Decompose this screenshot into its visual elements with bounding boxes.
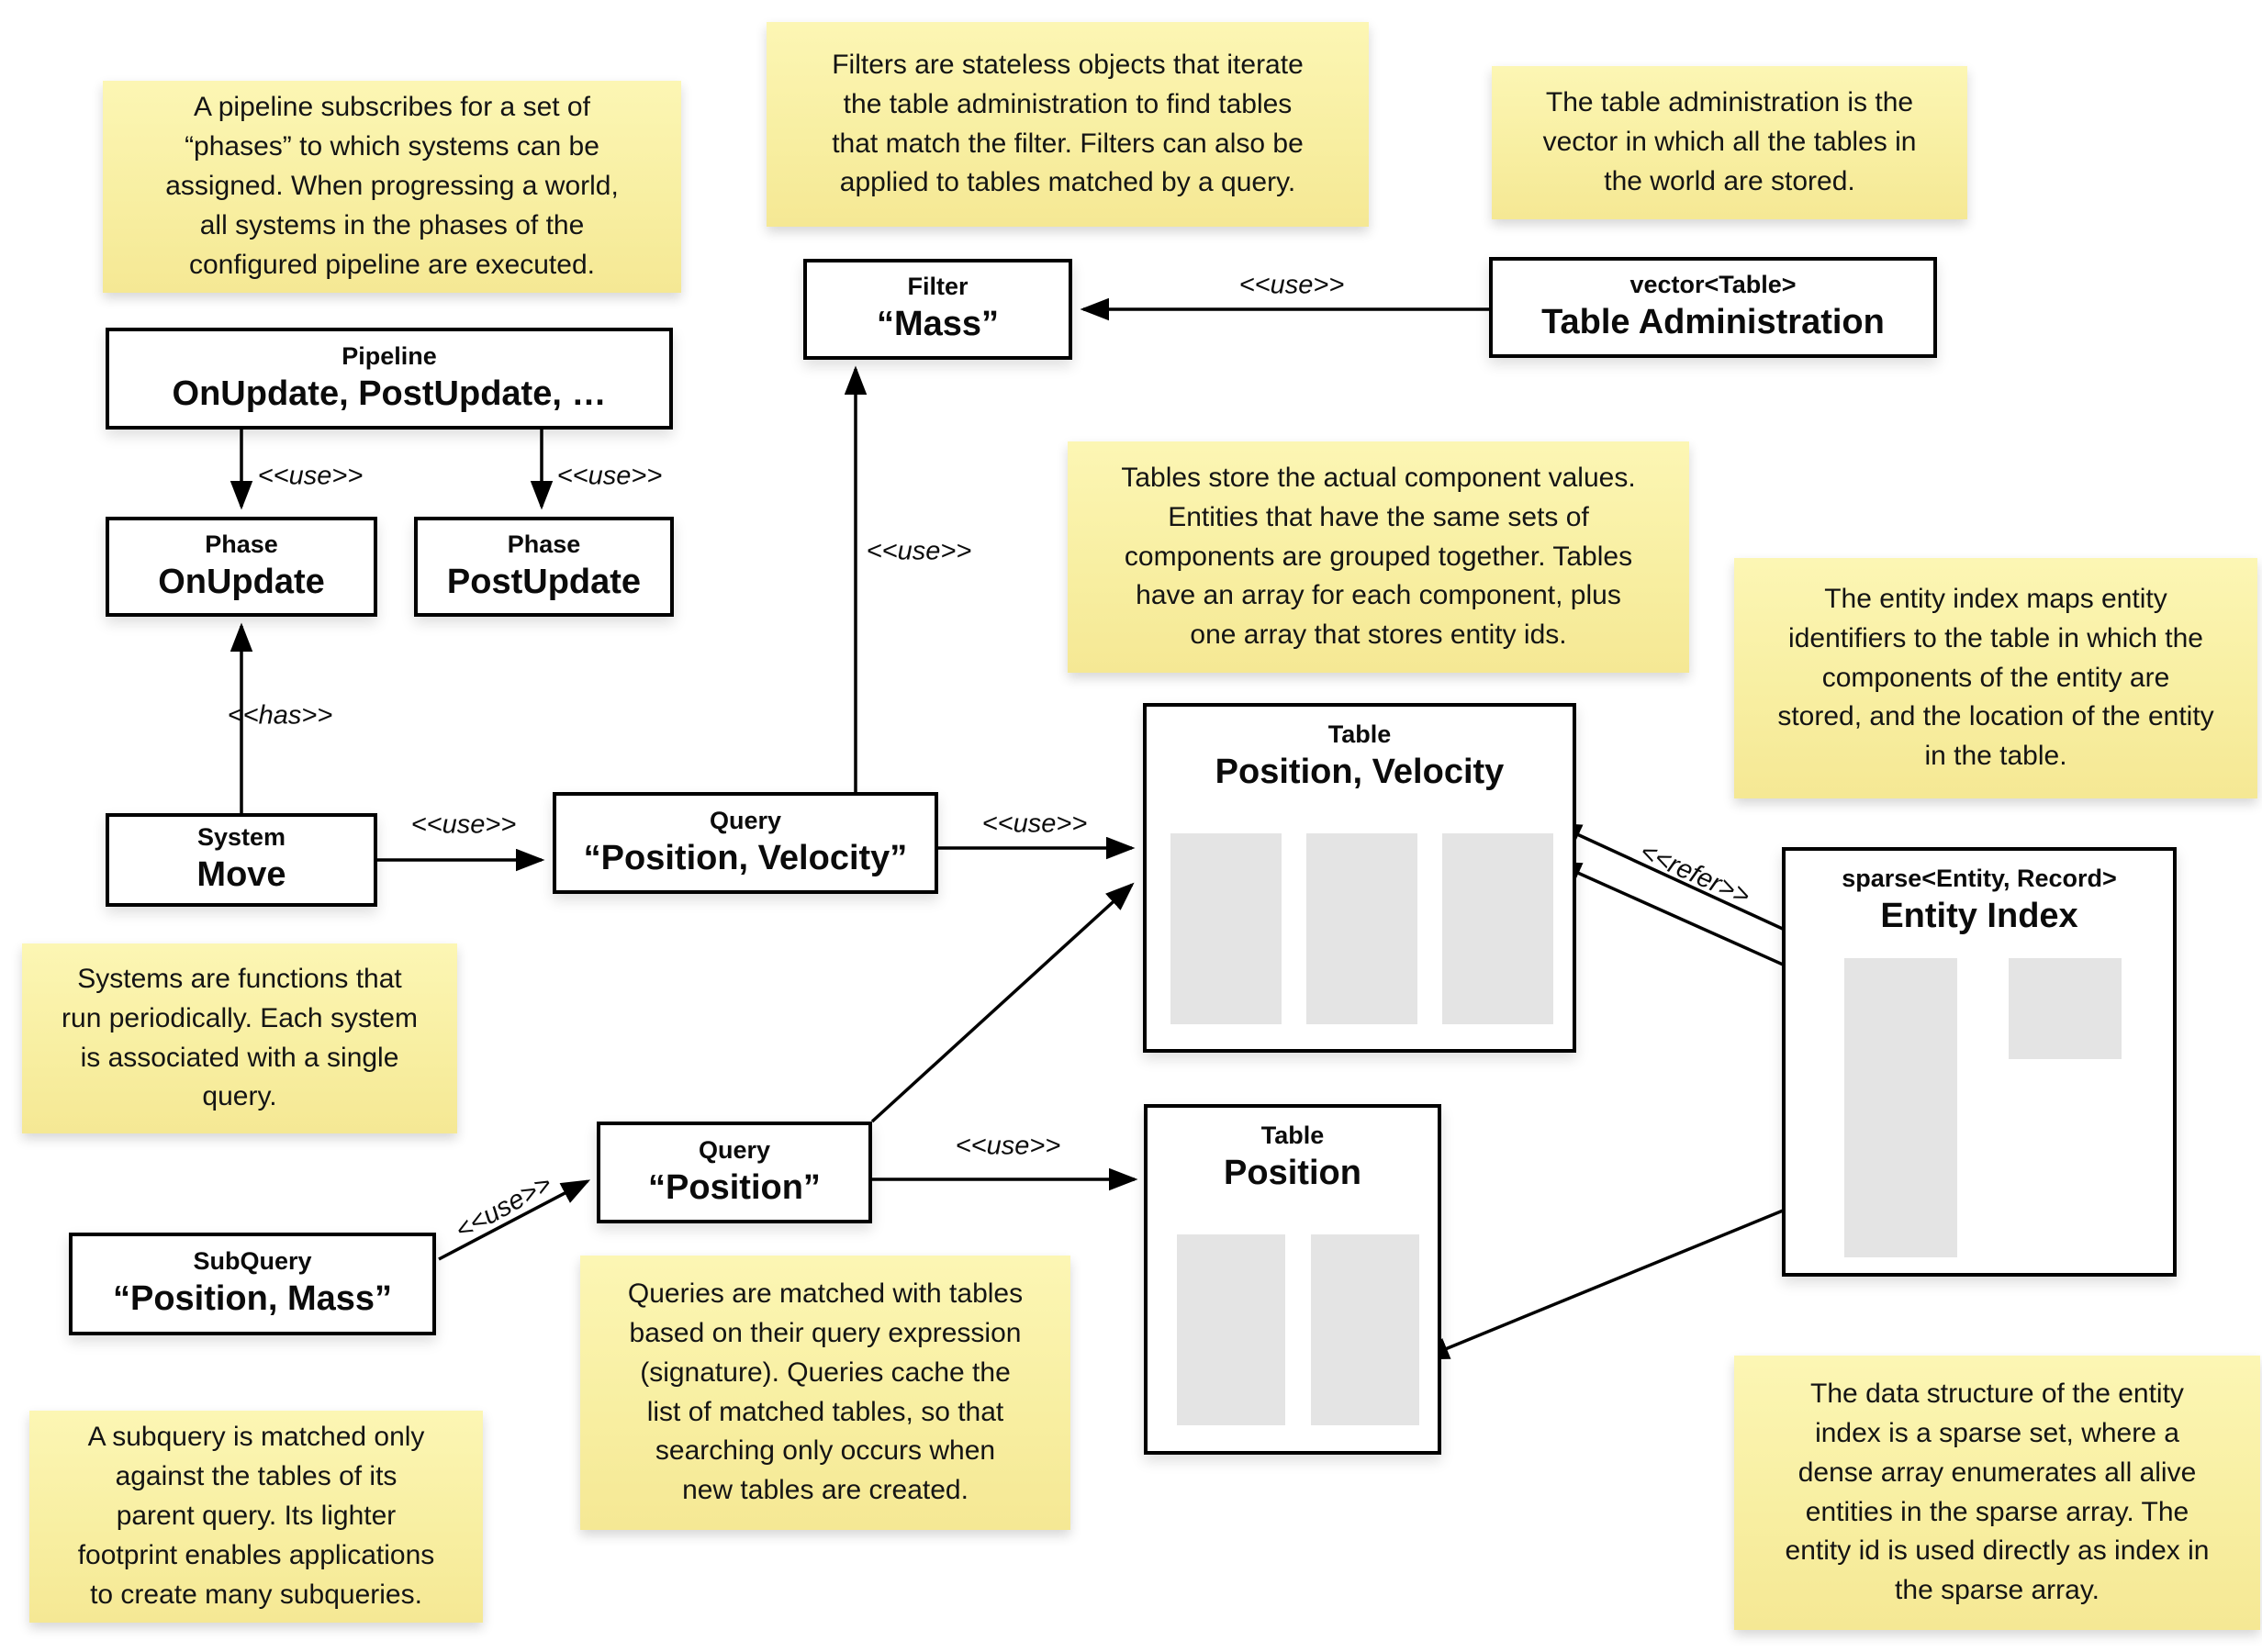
arrow-entityindex-to-tablepos [1419,1184,1844,1360]
phase-onupdate-box: Phase OnUpdate [106,517,377,617]
table-position-velocity-box: Table Position, Velocity [1143,703,1576,1053]
note-text: Filters are stateless objects that itera… [832,49,1304,198]
note-text: A subquery is matched only against the t… [77,1422,435,1610]
box-type-label: Phase [507,530,581,558]
use-stereotype-label: <<use>> [257,461,364,491]
note-text: Tables store the actual component values… [1121,462,1636,651]
has-stereotype-label: <<has>> [227,700,333,731]
sparse-array [1844,958,1957,1257]
use-stereotype-label: <<use>> [1238,270,1345,300]
system-move-box: System Move [106,813,377,907]
subquery-box: SubQuery “Position, Mass” [69,1233,436,1335]
phase-postupdate-box: Phase PostUpdate [414,517,674,617]
box-name-label: Position, Velocity [1215,753,1505,792]
component-array [1170,833,1282,1024]
box-name-label: PostUpdate [446,562,642,601]
box-name-label: Move [196,855,286,895]
use-stereotype-label: <<use>> [556,461,663,491]
pipeline-note: A pipeline subscribes for a set of “phas… [103,81,681,293]
tables-note: Tables store the actual component values… [1068,441,1689,673]
subquery-note: A subquery is matched only against the t… [29,1411,483,1623]
pipeline-box: Pipeline OnUpdate, PostUpdate, … [106,328,673,430]
box-type-label: Pipeline [342,341,437,370]
refer-stereotype-label: <<refer>> [1635,837,1754,912]
use-stereotype-label: <<use>> [981,809,1088,839]
box-type-label: Query [709,806,782,834]
filters-note: Filters are stateless objects that itera… [767,22,1369,227]
filter-mass-box: Filter “Mass” [803,259,1072,360]
note-text: The table administration is the vector i… [1542,87,1917,196]
arrow-querypos-to-tablepv [870,882,1135,1123]
table-position-box: Table Position [1144,1104,1441,1455]
sparse-set-note: The data structure of the entity index i… [1734,1356,2260,1630]
box-name-label: Entity Index [1880,897,2078,936]
query-position-box: Query “Position” [597,1122,872,1223]
box-name-label: “Position, Velocity” [583,838,908,877]
component-array [1177,1234,1285,1425]
box-type-label: sparse<Entity, Record> [1842,865,2117,892]
box-type-label: System [196,823,286,852]
box-name-label: “Position” [648,1167,821,1207]
box-type-label: SubQuery [193,1247,312,1276]
use-stereotype-label: <<use>> [450,1168,557,1246]
entity-index-note: The entity index maps entity identifiers… [1734,558,2257,798]
box-name-label: Table Administration [1541,303,1885,342]
systems-note: Systems are functions that run periodica… [22,943,457,1133]
box-name-label: “Position, Mass” [112,1279,393,1319]
note-text: Systems are functions that run periodica… [62,963,418,1112]
note-text: Queries are matched with tables based on… [627,1278,1024,1506]
box-type-label: Phase [205,530,278,558]
box-name-label: “Mass” [876,305,1000,344]
queries-note: Queries are matched with tables based on… [580,1256,1070,1530]
box-type-label: Query [698,1135,771,1164]
query-position-velocity-box: Query “Position, Velocity” [553,792,938,894]
box-type-label: Table [1260,1122,1325,1149]
entity-index-box: sparse<Entity, Record> Entity Index [1782,847,2177,1277]
use-stereotype-label: <<use>> [410,809,517,840]
component-array [1306,833,1417,1024]
box-name-label: OnUpdate [158,562,325,601]
table-administration-note: The table administration is the vector i… [1492,66,1967,219]
box-type-label: vector<Table> [1629,271,1797,299]
box-name-label: OnUpdate, PostUpdate, … [172,374,607,413]
box-type-label: Filter [907,273,969,301]
component-array [1442,833,1553,1024]
component-array [1311,1234,1419,1425]
box-name-label: Position [1224,1154,1361,1193]
use-stereotype-label: <<use>> [866,536,972,566]
table-administration-box: vector<Table> Table Administration [1489,257,1937,358]
note-text: The entity index maps entity identifiers… [1777,583,2214,772]
note-text: The data structure of the entity index i… [1785,1378,2210,1606]
dense-array [2009,958,2122,1059]
note-text: A pipeline subscribes for a set of “phas… [165,92,619,280]
box-type-label: Table [1327,720,1392,748]
use-stereotype-label: <<use>> [955,1131,1061,1161]
